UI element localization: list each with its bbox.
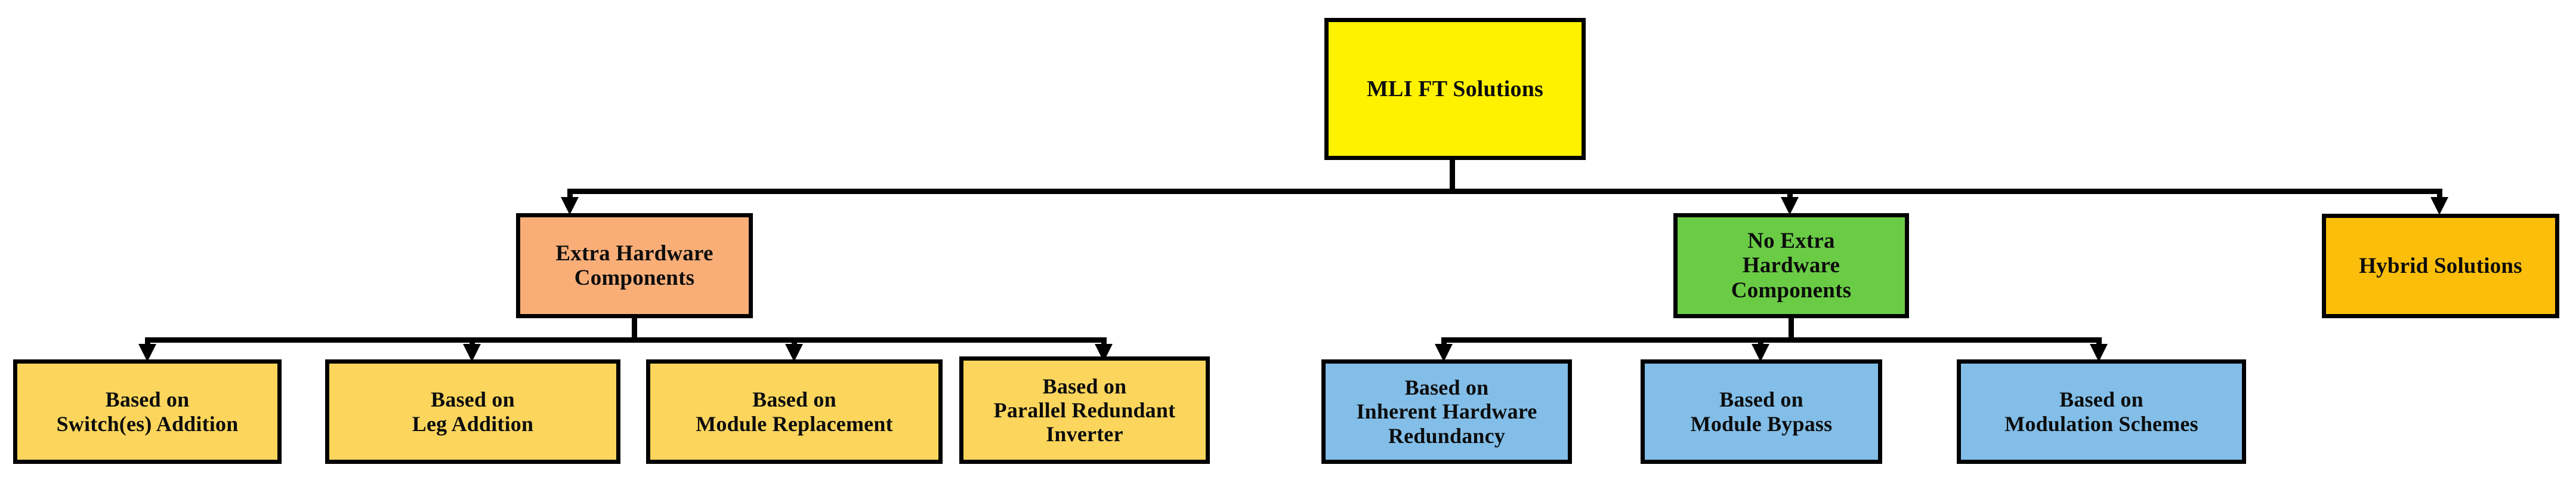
- connector-bus-level3-right: [1441, 337, 2102, 343]
- arrowhead-leg-addition: [463, 344, 481, 362]
- arrowhead-module-replacement: [785, 344, 803, 362]
- node-mli-ft-solutions[interactable]: MLI FT Solutions: [1324, 18, 1586, 160]
- arrowhead-module-bypass: [1752, 344, 1769, 362]
- arrowhead-modulation-schemes: [2090, 344, 2108, 362]
- node-inherent-hardware-redundancy[interactable]: Based on Inherent Hardware Redundancy: [1321, 359, 1572, 464]
- node-hybrid-solutions[interactable]: Hybrid Solutions: [2322, 214, 2559, 318]
- connector-root-stem: [1450, 160, 1455, 193]
- connector-bus-level2: [567, 189, 2442, 194]
- arrowhead-extra-hardware: [561, 197, 579, 215]
- node-parallel-redundant-inverter[interactable]: Based on Parallel Redundant Inverter: [959, 356, 1210, 464]
- arrowhead-hybrid-solutions: [2430, 197, 2448, 215]
- node-modulation-schemes[interactable]: Based on Modulation Schemes: [1957, 359, 2246, 464]
- node-module-bypass[interactable]: Based on Module Bypass: [1641, 359, 1882, 464]
- connector-drop-hybrid-solutions: [2437, 189, 2442, 204]
- connector-drop-no-extra-hardware: [1787, 189, 1793, 204]
- connector-bus-level3-left: [145, 337, 1107, 343]
- connector-stem-no-extra-hardware: [1789, 318, 1794, 340]
- arrowhead-switches-addition: [138, 344, 156, 362]
- arrowhead-no-extra-hardware: [1781, 197, 1799, 215]
- node-leg-addition[interactable]: Based on Leg Addition: [325, 359, 620, 464]
- arrowhead-inherent-hardware-redundancy: [1435, 344, 1453, 362]
- node-no-extra-hardware-components[interactable]: No Extra Hardware Components: [1673, 213, 1909, 318]
- connector-stem-extra-hardware: [632, 318, 637, 340]
- node-module-replacement[interactable]: Based on Module Replacement: [646, 359, 943, 464]
- node-switches-addition[interactable]: Based on Switch(es) Addition: [13, 359, 282, 464]
- node-extra-hardware-components[interactable]: Extra Hardware Components: [516, 213, 753, 318]
- connector-drop-extra-hardware: [567, 189, 573, 204]
